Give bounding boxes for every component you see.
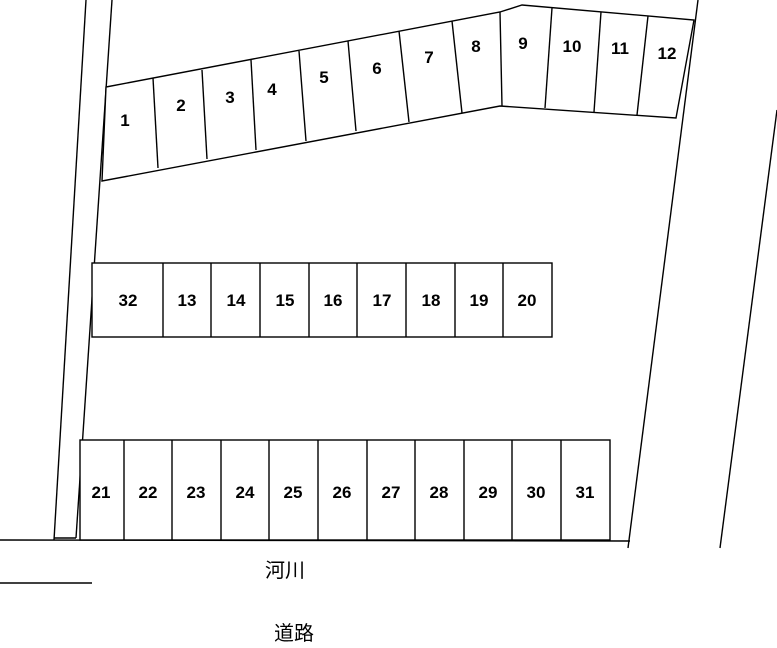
stall-number: 17 <box>373 291 392 310</box>
stall-number: 18 <box>422 291 441 310</box>
stall-number: 21 <box>92 483 111 502</box>
top-row-divider <box>201 69 208 160</box>
stall-number: 26 <box>333 483 352 502</box>
road-label: 道路 <box>274 621 314 645</box>
far-right-boundary-line <box>719 109 777 549</box>
stall-number: 15 <box>276 291 295 310</box>
stall-number: 4 <box>267 80 277 99</box>
stall-number: 11 <box>611 39 629 58</box>
stall-number: 7 <box>424 48 433 67</box>
stall-number: 25 <box>284 483 303 502</box>
stall-number: 3 <box>225 88 234 107</box>
stall-number: 22 <box>139 483 158 502</box>
stall-number: 8 <box>471 37 480 56</box>
top-row-divider <box>250 59 257 151</box>
top-row-divider <box>499 11 503 107</box>
bottom-row-outline <box>79 439 611 541</box>
stall-number: 13 <box>178 291 197 310</box>
stall-number: 29 <box>479 483 498 502</box>
top-row-divider <box>398 30 410 123</box>
middle-row-outline <box>91 262 553 338</box>
top-row-divider <box>544 7 553 109</box>
middle-row-stalls <box>91 262 553 338</box>
stall-number: 32 <box>119 291 138 310</box>
stall-number: 6 <box>372 59 381 78</box>
top-row-divider <box>451 20 463 114</box>
stall-number: 27 <box>382 483 401 502</box>
top-row-divider <box>593 11 602 113</box>
stall-number: 20 <box>518 291 537 310</box>
top-row-divider <box>347 40 357 132</box>
left-strip-outer-line <box>53 0 87 541</box>
river-label: 河川 <box>265 558 305 582</box>
stall-number: 14 <box>227 291 246 310</box>
stall-number: 24 <box>236 483 255 502</box>
stall-number: 16 <box>324 291 343 310</box>
stall-number: 5 <box>319 68 328 87</box>
stall-number: 1 <box>120 111 129 130</box>
top-row-outline <box>101 4 695 182</box>
top-row-divider <box>298 50 307 142</box>
stall-number: 28 <box>430 483 449 502</box>
top-row-divider <box>636 15 649 116</box>
stall-number: 9 <box>518 34 527 53</box>
stall-number: 12 <box>658 44 677 63</box>
stall-number: 30 <box>527 483 546 502</box>
bottom-row-stalls <box>79 439 611 541</box>
right-boundary-line <box>627 0 699 549</box>
stall-number: 31 <box>576 483 595 502</box>
top-row-divider <box>152 77 159 169</box>
stall-number: 23 <box>187 483 206 502</box>
stall-number: 10 <box>563 37 582 56</box>
stall-number: 19 <box>470 291 489 310</box>
top-row-stalls <box>101 4 695 182</box>
stall-number: 2 <box>176 96 185 115</box>
